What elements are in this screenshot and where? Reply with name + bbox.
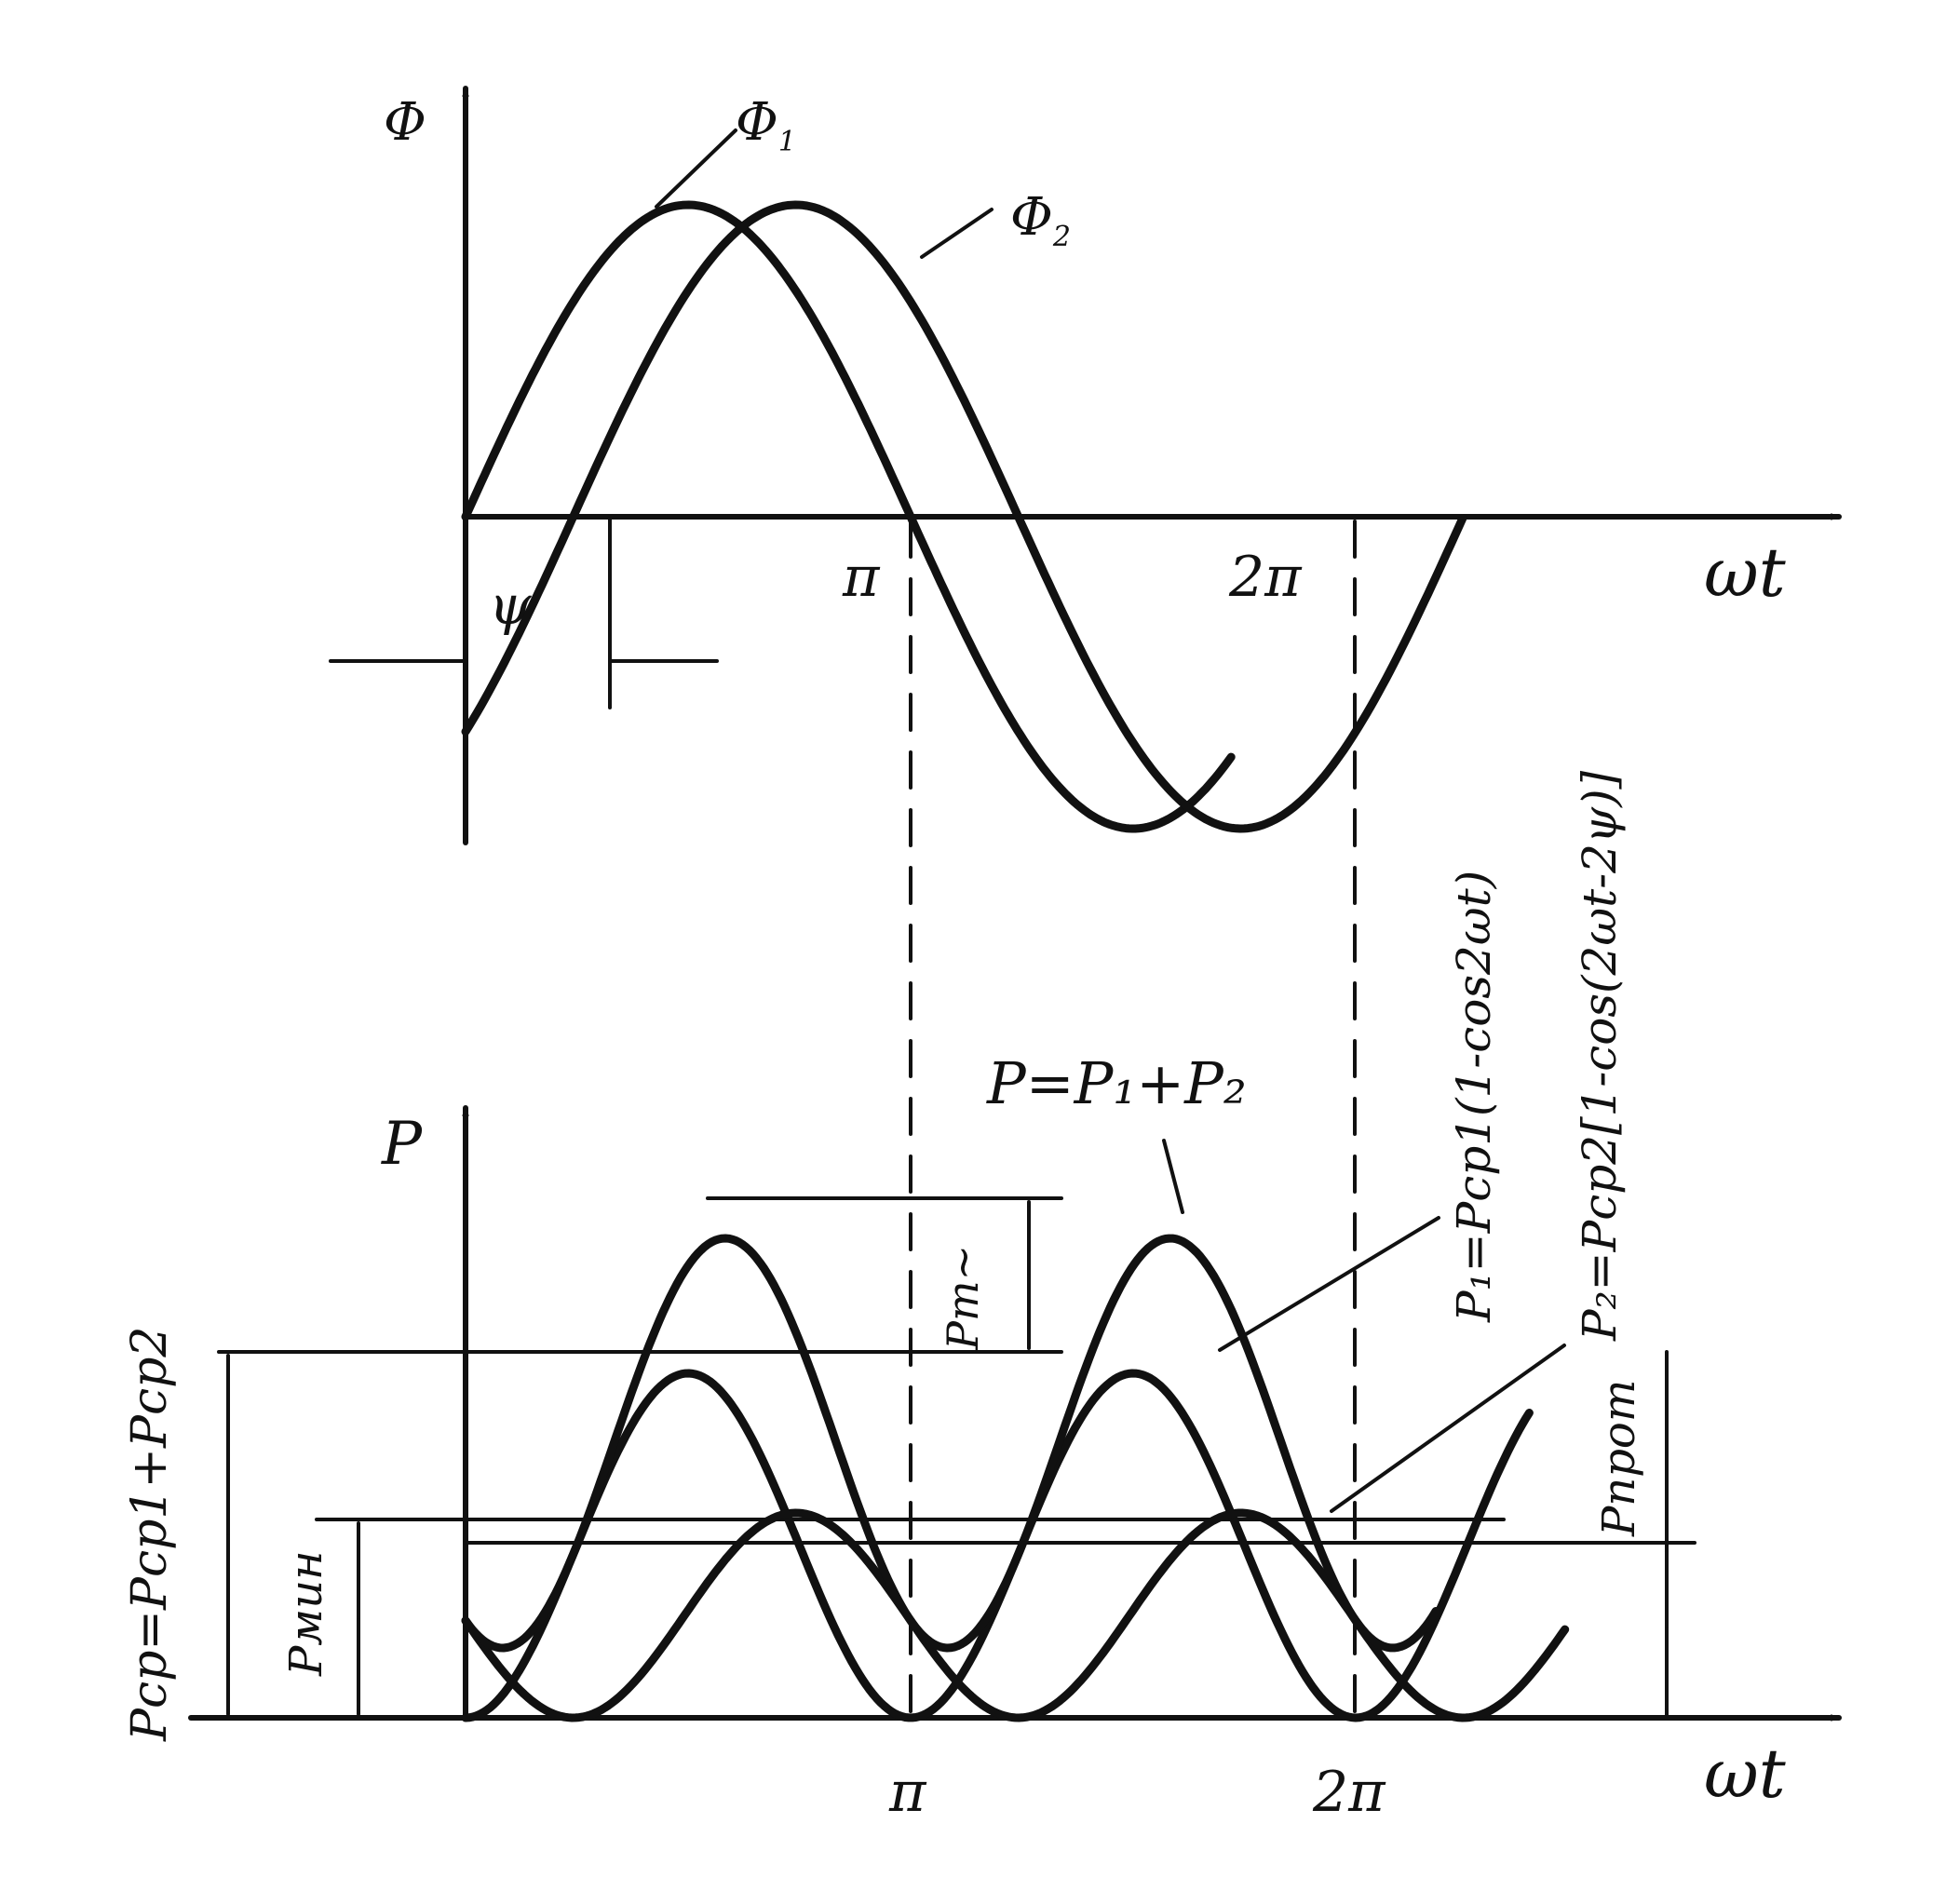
top-x-axis-label: ωt xyxy=(1704,533,1787,612)
p-min-label: Pмин xyxy=(280,1550,332,1677)
phi2-label: Φ2 xyxy=(1010,187,1071,253)
phi2-curve xyxy=(461,200,1467,833)
phi1-leader xyxy=(655,128,737,209)
p-avg-label: Pср=Pср1+Pср2 xyxy=(122,1326,178,1742)
top-y-axis-label: Φ xyxy=(384,92,426,153)
p1-curve xyxy=(461,1369,1534,1722)
phi1-label: Φ1 xyxy=(736,92,796,158)
top-tick-2pi: 2π xyxy=(1228,545,1303,610)
p-sum-curve xyxy=(461,1234,1440,1653)
top-plot: Φ Φ1 Φ2 π 2π ωt ψ xyxy=(329,86,1842,845)
sum-leader xyxy=(1162,1139,1184,1214)
p-prot-label: Pпрот xyxy=(1593,1380,1645,1537)
p2-leader xyxy=(1330,1344,1566,1513)
bottom-x-axis-label: ωt xyxy=(1704,1735,1787,1813)
bottom-tick-pi: π xyxy=(888,1760,927,1825)
p1-leader xyxy=(1218,1216,1440,1352)
p1-formula: P₁=Pср1(1-cos2ωt) xyxy=(1447,871,1501,1323)
phi2-leader xyxy=(920,208,994,259)
sum-formula: P=P₁+P₂ xyxy=(986,1049,1247,1117)
bottom-plot: P P=P₁+P₂ π 2π ωt Pср=Pср1+Pср2 Pмин Pm~… xyxy=(122,770,1842,1825)
p-tilde-label: Pm~ xyxy=(938,1245,988,1351)
phi1-curve xyxy=(461,200,1236,833)
p2-formula: P₂=Pср2[1-cos(2ωt-2ψ)] xyxy=(1573,770,1627,1342)
bottom-tick-2pi: 2π xyxy=(1312,1760,1386,1825)
top-tick-pi: π xyxy=(842,545,881,610)
bottom-y-axis-label: P xyxy=(381,1110,423,1179)
p2-curve xyxy=(461,1508,1570,1722)
psi-label: ψ xyxy=(489,574,532,637)
